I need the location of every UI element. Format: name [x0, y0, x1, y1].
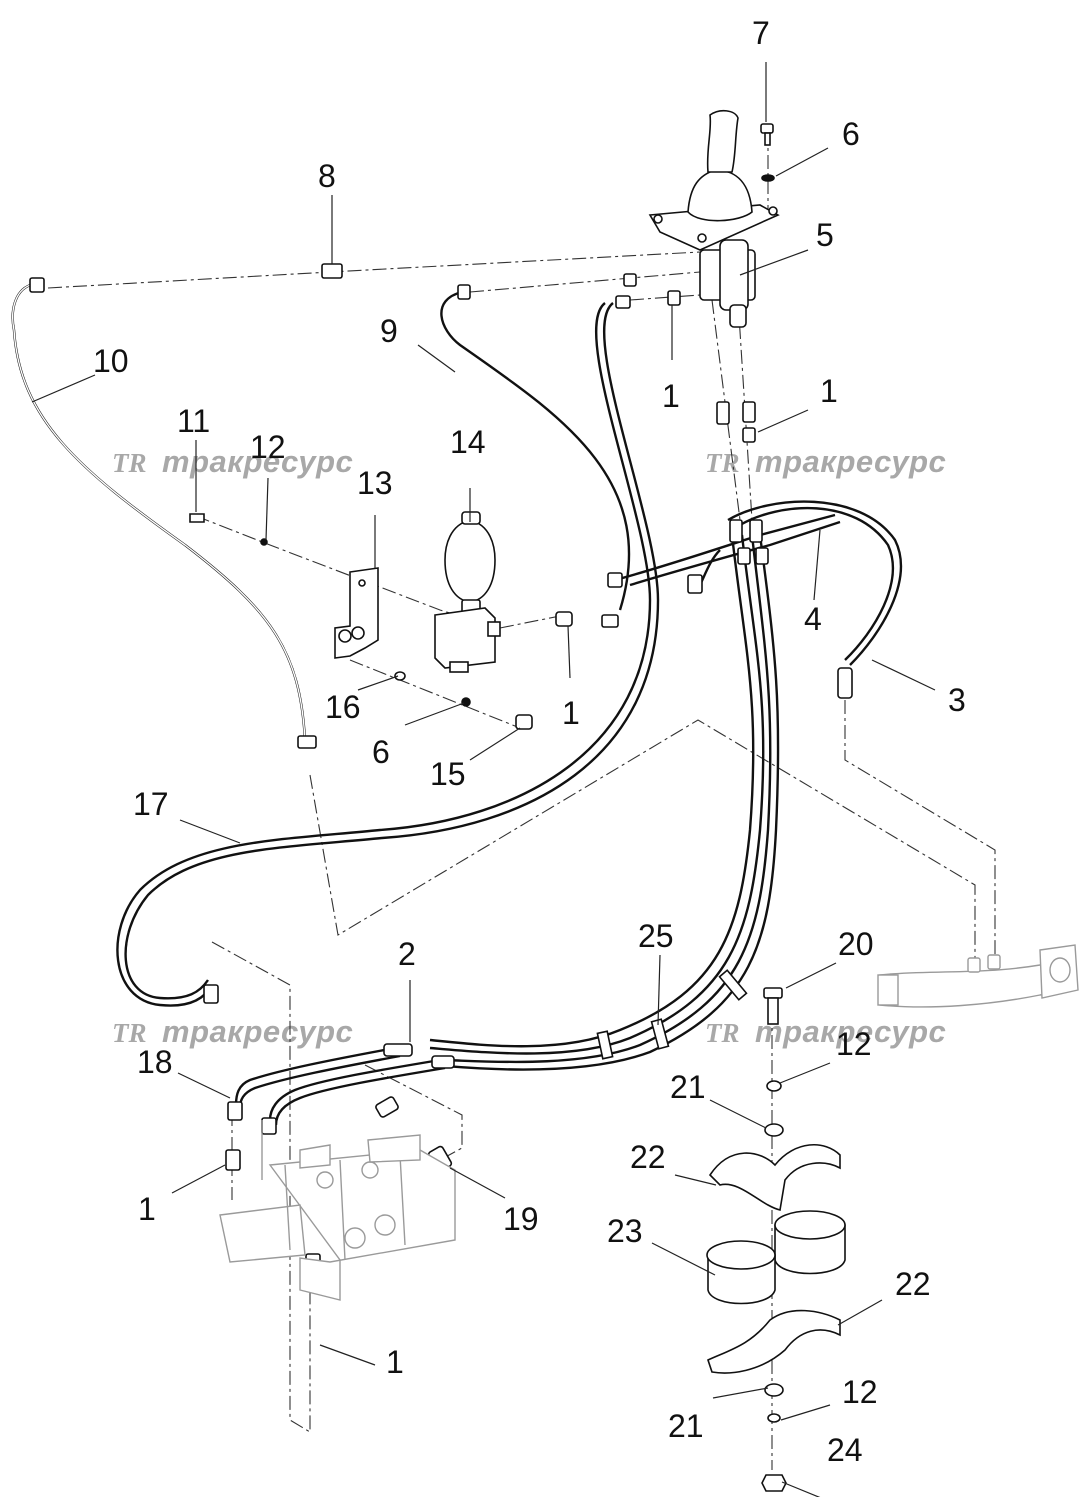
assembly-dash-lines	[47, 130, 996, 1470]
hose-10	[11, 282, 307, 741]
nut-15	[515, 714, 533, 730]
nut-24	[761, 1474, 787, 1492]
callout-5: 5	[816, 217, 834, 253]
washer-16	[394, 671, 406, 681]
callout-19: 19	[503, 1201, 539, 1237]
bolt-7	[760, 123, 774, 146]
callout-12: 12	[836, 1026, 872, 1062]
washer-6-top	[761, 174, 775, 182]
callout-20: 20	[838, 926, 874, 962]
hose-17	[116, 302, 660, 1007]
clamp-22-top	[708, 1144, 841, 1211]
callout-10: 10	[93, 343, 129, 379]
fittings	[29, 263, 853, 1279]
callout-24: 24	[827, 1432, 863, 1468]
accumulator-assembly	[434, 511, 501, 673]
watermark-logo: TR	[112, 1018, 147, 1048]
watermark-logo: TR	[705, 448, 740, 478]
callout-7: 7	[752, 15, 770, 51]
callout-1: 1	[386, 1344, 404, 1380]
callout-12: 12	[842, 1374, 878, 1410]
joystick-assembly	[648, 109, 780, 328]
callout-21: 21	[670, 1069, 706, 1105]
watermark-text: тракресурс	[162, 444, 353, 479]
washer-21-a	[764, 1123, 784, 1137]
bushing-23-a	[774, 1210, 846, 1275]
hose-9	[440, 290, 631, 611]
callout-labels: 7 6 8 5 9 10 1 1 11 12 14 13 4 16 1 3 6 …	[93, 15, 966, 1468]
callout-23: 23	[607, 1213, 643, 1249]
callout-11: 11	[177, 403, 210, 439]
watermark-3: TR тракресурс	[112, 1014, 353, 1049]
bolt-20	[763, 987, 783, 1025]
hose-3	[727, 500, 902, 666]
callout-21: 21	[668, 1408, 704, 1444]
leader-lines	[31, 62, 936, 1497]
callout-12: 12	[250, 429, 286, 465]
callout-16: 16	[325, 689, 361, 725]
washer-6-mid	[461, 697, 471, 707]
callout-22: 22	[895, 1266, 931, 1302]
bushing-23-b	[706, 1240, 776, 1305]
watermark-1: TR тракресурс	[112, 444, 353, 479]
hose-2-and-18	[234, 1046, 446, 1126]
callout-2: 2	[398, 936, 416, 972]
callout-15: 15	[430, 756, 466, 792]
watermark-logo: TR	[705, 1018, 740, 1048]
watermark-2: TR тракресурс	[705, 444, 946, 479]
callout-18: 18	[137, 1044, 173, 1080]
callout-1: 1	[138, 1191, 156, 1227]
mounting-pipe	[877, 944, 1079, 1008]
watermark-4: TR тракресурс	[705, 1014, 946, 1049]
callout-1: 1	[662, 378, 680, 414]
bracket-13	[334, 567, 379, 659]
hose-clamps	[596, 969, 748, 1060]
washer-12-b	[767, 1413, 781, 1423]
watermark-text: тракресурс	[162, 1014, 353, 1049]
callout-17: 17	[133, 786, 169, 822]
callout-6: 6	[842, 116, 860, 152]
watermark-logo: TR	[112, 448, 147, 478]
watermark-text: тракресурс	[755, 444, 946, 479]
callout-3: 3	[948, 682, 966, 718]
callout-8: 8	[318, 158, 336, 194]
callout-25: 25	[638, 918, 674, 954]
hose-bundle-main	[429, 534, 780, 1071]
callout-6: 6	[372, 734, 390, 770]
callout-22: 22	[630, 1139, 666, 1175]
callout-14: 14	[450, 424, 486, 460]
washer-12-a	[766, 1080, 782, 1092]
watermark-text: тракресурс	[755, 1014, 946, 1049]
washer-21-b	[764, 1383, 784, 1397]
callout-4: 4	[804, 601, 822, 637]
callout-1: 1	[562, 695, 580, 731]
bolt-11	[189, 513, 205, 523]
callout-13: 13	[357, 465, 393, 501]
washer-12-upper	[260, 538, 268, 546]
clamp-22-bottom	[707, 1309, 841, 1374]
callout-9: 9	[380, 313, 398, 349]
callout-1: 1	[820, 373, 838, 409]
control-valve-block	[219, 1120, 456, 1301]
